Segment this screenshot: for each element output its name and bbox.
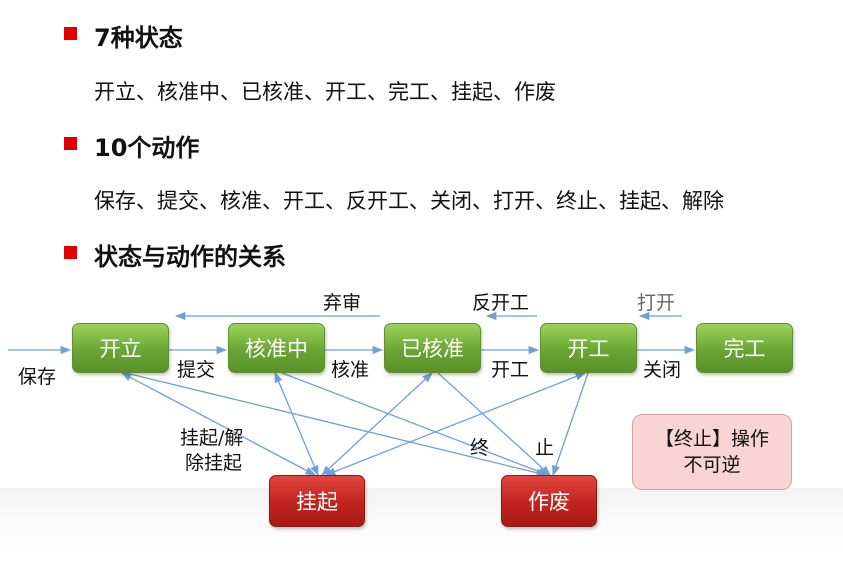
label-save: 保存 <box>18 366 57 388</box>
label-unstart: 反开工 <box>472 292 530 314</box>
node-hezhunzhong: 核准中 <box>228 323 325 373</box>
label-suspend-1: 挂起/解 <box>180 427 244 449</box>
arrow-void-kaili <box>125 372 548 477</box>
section-title-actions: 10个动作 <box>94 134 200 162</box>
arrow-void-kaigong <box>552 372 589 476</box>
label-suspend-2: 除挂起 <box>185 452 243 474</box>
arrow-void-yihezhun <box>437 372 551 476</box>
bullet-icon <box>64 246 77 259</box>
arrow-void-hezhunzhong <box>281 372 549 476</box>
label-close: 关闭 <box>643 359 682 381</box>
label-submit: 提交 <box>177 359 216 381</box>
node-kaigong: 开工 <box>540 323 637 373</box>
node-wangong: 完工 <box>696 323 793 373</box>
actions-list: 保存、提交、核准、开工、反开工、关闭、打开、终止、挂起、解除 <box>94 189 724 213</box>
label-unapprove: 弃审 <box>323 292 362 314</box>
terminate-note: 【终止】操作 不可逆 <box>632 414 792 490</box>
label-terminate-1: 终 <box>470 437 490 459</box>
arrow-suspend-hezhunzhong <box>274 372 319 476</box>
label-start: 开工 <box>491 359 530 381</box>
section-title-relations: 状态与动作的关系 <box>94 243 286 271</box>
label-terminate-2: 止 <box>535 437 555 459</box>
terminate-note-line2: 不可逆 <box>683 454 741 476</box>
node-zuofei: 作废 <box>501 475 597 527</box>
node-guaqi: 挂起 <box>269 475 365 527</box>
node-yihezhun: 已核准 <box>384 323 481 373</box>
bullet-icon <box>64 27 77 40</box>
section-title-states: 7种状态 <box>94 24 183 52</box>
arrow-suspend-kaigong <box>325 372 586 476</box>
label-approve: 核准 <box>331 359 370 381</box>
bullet-icon <box>64 137 77 150</box>
states-list: 开立、核准中、已核准、开工、完工、挂起、作废 <box>94 80 556 104</box>
bottom-band <box>0 488 843 577</box>
terminate-note-line1: 【终止】操作 <box>654 428 769 450</box>
node-kaili: 开立 <box>72 323 169 373</box>
label-open: 打开 <box>637 292 676 314</box>
